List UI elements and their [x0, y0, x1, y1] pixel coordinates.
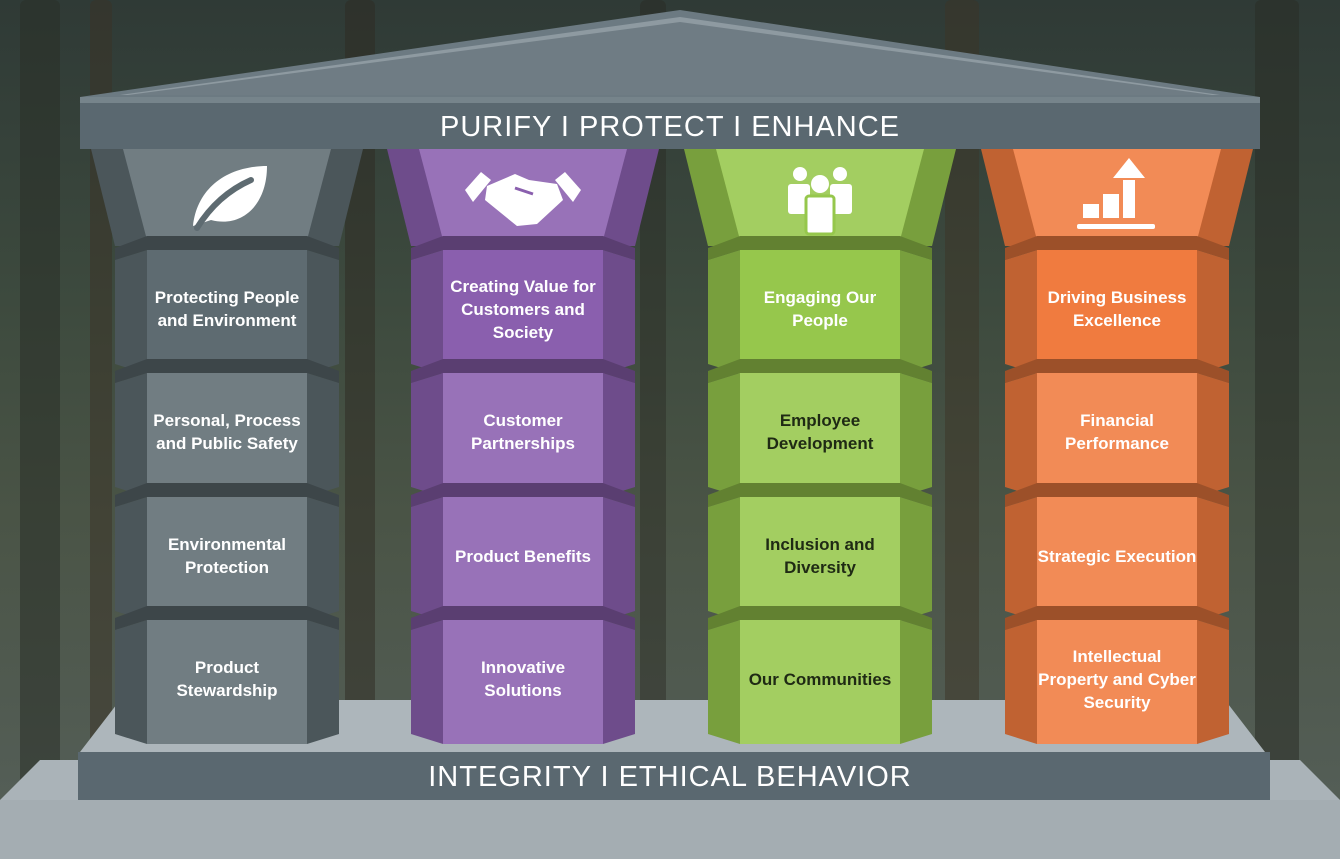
block-top-rim	[708, 359, 932, 383]
block-left-side	[115, 250, 147, 374]
block-top-rim	[411, 483, 635, 507]
pillar-item: Innovative Solutions	[480, 658, 566, 700]
pillar-item: Strategic Execution	[1037, 546, 1197, 566]
block-top-rim	[1005, 483, 1229, 507]
block-face	[1037, 250, 1197, 374]
people-group-icon	[788, 167, 852, 236]
pillar-headline: Engaging Our People	[763, 288, 877, 330]
block-right-side	[603, 250, 635, 374]
block-left-side	[708, 373, 740, 497]
pillar-item: Product Stewardship	[176, 658, 278, 700]
block-left-side	[708, 250, 740, 374]
block-top-rim	[1005, 359, 1229, 383]
block-top-rim	[411, 606, 635, 630]
block-right-side	[1197, 497, 1229, 621]
pillar-headline: Creating Value for Customers and Society	[450, 276, 596, 342]
block-face	[740, 620, 900, 744]
roof-beam	[80, 97, 1260, 149]
block-right-side	[900, 373, 932, 497]
block-left-side	[411, 373, 443, 497]
pillar-item: Our Communities	[748, 669, 892, 689]
block-top-rim	[708, 606, 932, 630]
pillar-item: Personal, Process and Public Safety	[153, 411, 301, 453]
roof-banner-text: PURIFY I PROTECT I ENHANCE	[440, 111, 900, 143]
block-face	[443, 373, 603, 497]
block-face	[740, 250, 900, 374]
block-top-rim	[708, 483, 932, 507]
block-top-rim	[411, 236, 635, 260]
block-face	[443, 497, 603, 621]
block-face	[147, 620, 307, 744]
pillar-item: Employee Development	[766, 411, 874, 453]
block-face	[147, 373, 307, 497]
block-top-rim	[1005, 236, 1229, 260]
pillar-item: Product Benefits	[454, 546, 592, 566]
bar-chart-arrow-icon	[1077, 158, 1155, 229]
block-left-side	[1005, 250, 1037, 374]
block-face	[1037, 373, 1197, 497]
pillar-item: Financial Performance	[1065, 411, 1169, 453]
block-right-side	[307, 620, 339, 744]
block-right-side	[1197, 373, 1229, 497]
block-face	[147, 250, 307, 374]
pillar-headline: Driving Business Excellence	[1047, 288, 1187, 330]
block-right-side	[603, 497, 635, 621]
block-top-rim	[1005, 606, 1229, 630]
block-left-side	[1005, 497, 1037, 621]
block-right-side	[900, 497, 932, 621]
block-left-side	[411, 250, 443, 374]
block-left-side	[411, 497, 443, 621]
handshake-icon	[465, 172, 581, 226]
block-right-side	[603, 373, 635, 497]
block-face	[740, 497, 900, 621]
block-face	[1037, 620, 1197, 744]
block-right-side	[900, 620, 932, 744]
block-top-rim	[708, 236, 932, 260]
block-face	[1037, 497, 1197, 621]
pillar-headline: Protecting People and Environment	[154, 288, 300, 330]
block-left-side	[708, 497, 740, 621]
block-right-side	[307, 497, 339, 621]
pillar-item: Inclusion and Diversity	[765, 535, 875, 577]
block-left-side	[115, 373, 147, 497]
block-left-side	[411, 620, 443, 744]
block-top-rim	[115, 359, 339, 383]
block-left-side	[708, 620, 740, 744]
leaf-icon	[193, 166, 267, 231]
pillar-item: Customer Partnerships	[471, 411, 575, 453]
block-left-side	[1005, 373, 1037, 497]
block-face	[443, 250, 603, 374]
block-left-side	[1005, 620, 1037, 744]
base-banner-text: INTEGRITY I ETHICAL BEHAVIOR	[428, 761, 912, 793]
block-left-side	[115, 497, 147, 621]
block-face	[740, 373, 900, 497]
block-right-side	[307, 250, 339, 374]
pillar-item: Environmental Protection	[167, 535, 287, 577]
block-left-side	[115, 620, 147, 744]
block-face	[147, 497, 307, 621]
block-face	[443, 620, 603, 744]
block-top-rim	[411, 359, 635, 383]
block-top-rim	[115, 606, 339, 630]
block-right-side	[307, 373, 339, 497]
block-right-side	[1197, 620, 1229, 744]
pillar-item: Intellectual Property and Cyber Security	[1038, 646, 1196, 712]
block-right-side	[1197, 250, 1229, 374]
block-right-side	[900, 250, 932, 374]
upper-step	[80, 700, 1265, 752]
block-top-rim	[115, 483, 339, 507]
block-top-rim	[115, 236, 339, 260]
block-right-side	[603, 620, 635, 744]
